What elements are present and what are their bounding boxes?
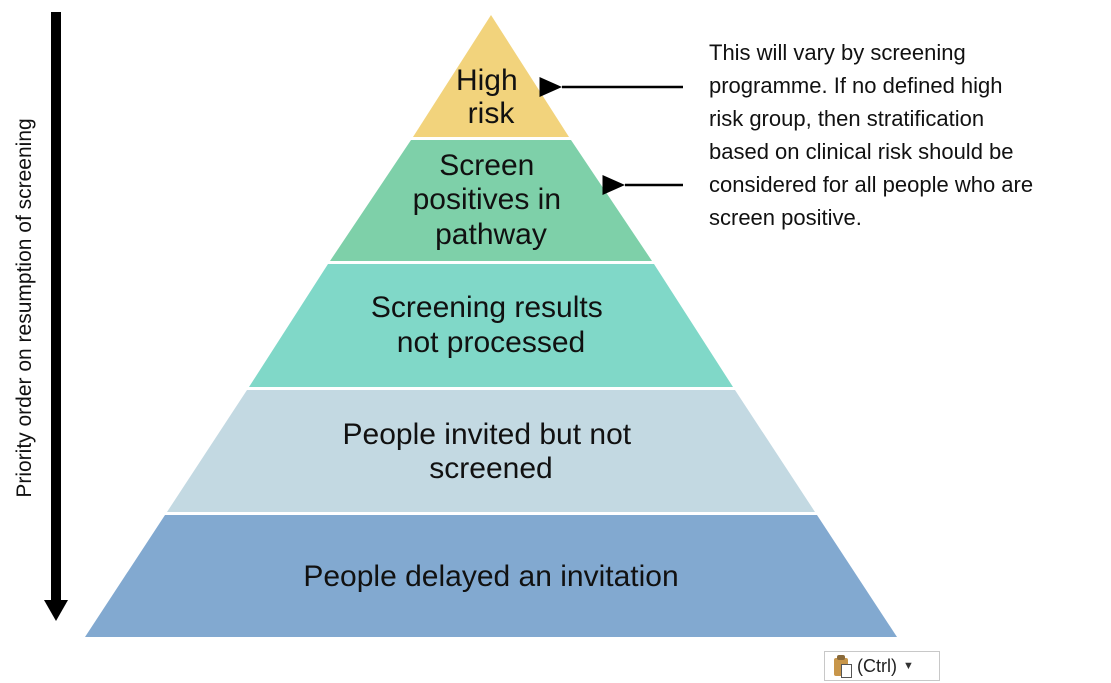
chevron-down-icon: ▼ bbox=[902, 660, 914, 672]
tier-results-not-processed-label: Screening results not processed bbox=[371, 291, 611, 359]
priority-axis-arrowhead bbox=[44, 600, 68, 621]
clipboard-icon bbox=[833, 654, 853, 678]
pyramid: High risk Screen positives in pathway Sc… bbox=[85, 15, 897, 637]
tier-invited-not-screened-label: People invited but not screened bbox=[343, 418, 640, 485]
paste-options-label: (Ctrl) bbox=[857, 655, 897, 676]
tier-invited-not-screened bbox=[167, 390, 815, 512]
tier-high-risk bbox=[413, 15, 569, 137]
tier-delayed-invitation bbox=[85, 515, 897, 637]
tier-screen-positives-label: Screen positives in pathway bbox=[413, 149, 570, 251]
tier-results-not-processed bbox=[249, 264, 733, 387]
priority-axis: Priority order on resumption of screenin… bbox=[13, 12, 68, 621]
priority-axis-label: Priority order on resumption of screenin… bbox=[13, 118, 36, 497]
paste-options-button[interactable]: (Ctrl) ▼ bbox=[824, 651, 940, 681]
annotation-note: This will vary by screening programme. I… bbox=[709, 40, 1039, 230]
priority-axis-shaft bbox=[51, 12, 61, 602]
tier-high-risk-label: High risk bbox=[456, 64, 526, 130]
tier-delayed-invitation-label: People delayed an invitation bbox=[303, 560, 678, 593]
tier-screen-positives bbox=[330, 140, 652, 261]
note-arrows bbox=[539, 77, 683, 195]
